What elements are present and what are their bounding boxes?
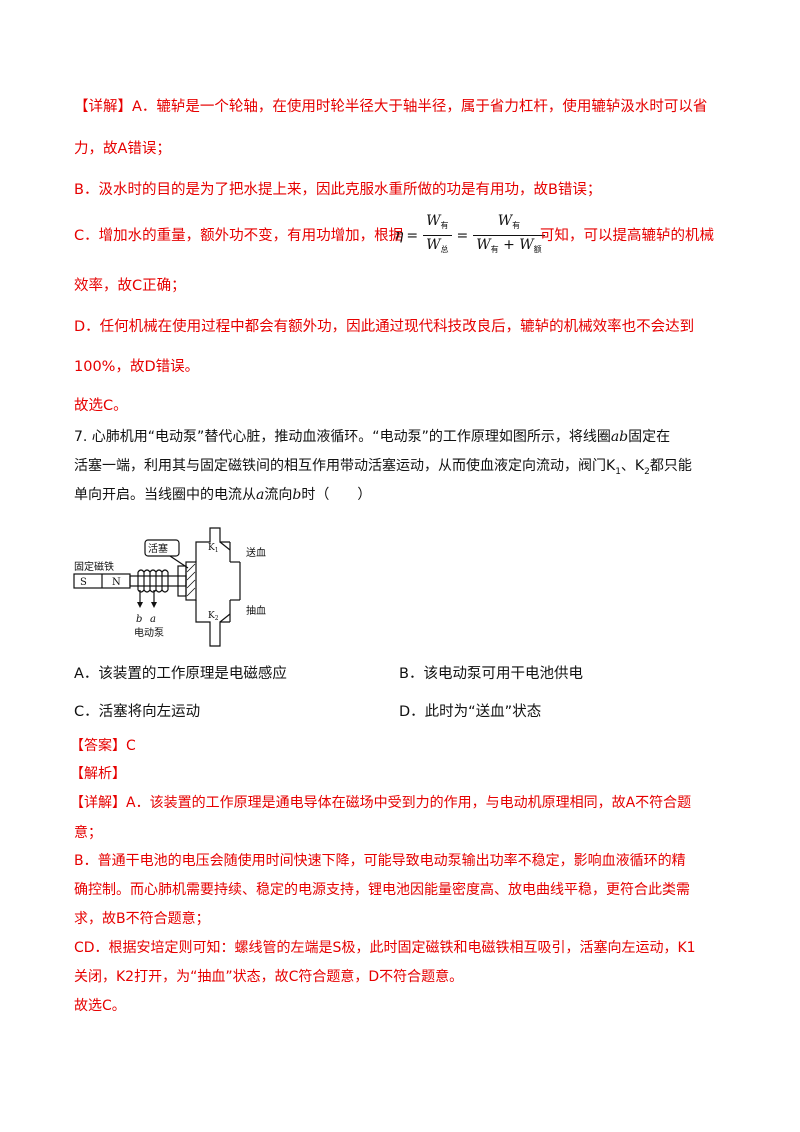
label-k2: K2	[208, 611, 219, 622]
answer-choice: 故选C。	[74, 998, 126, 1014]
label-a: a	[150, 614, 156, 625]
detail-c-line1-pre: C．增加水的重量，额外功不变，有用功增加，根据	[74, 228, 404, 244]
label-pump: 电动泵	[134, 626, 164, 639]
label-piston: 活塞	[148, 542, 168, 555]
detail-c-line1-post: 可知，可以提高辘轳的机械	[540, 228, 714, 244]
option-d[interactable]: D．此时为“送血”状态	[399, 704, 542, 720]
label-send-blood: 送血	[246, 546, 266, 559]
answer-detail-a-line1: 【详解】A．该装置的工作原理是通电导体在磁场中受到力的作用，与电动机原理相同，故…	[70, 795, 692, 811]
analysis-label: 【解析】	[70, 766, 126, 782]
label-magnet: 固定磁铁	[74, 560, 114, 573]
question-line3: 单向开启。当线圈中的电流从a流向b时（ ）	[74, 487, 372, 503]
answer-cd-line2: 关闭，K2打开，为“抽血”状态，故C符合题意，D不符合题意。	[74, 969, 464, 985]
answer-b-line1: B．普通干电池的电压会随使用时间快速下降，可能导致电动泵输出功率不稳定，影响血液…	[74, 853, 686, 869]
electric-pump-diagram: 活塞 固定磁铁 S N K1 K2 送血 抽血 b a 电动泵	[73, 527, 266, 647]
answer-cd-line1: CD．根据安培定则可知：螺线管的左端是S极，此时固定磁铁和电磁铁相互吸引，活塞向…	[74, 940, 696, 956]
option-c[interactable]: C．活塞将向左运动	[74, 704, 201, 720]
choice-line-top: 故选C。	[74, 398, 128, 414]
label-k1: K1	[208, 543, 219, 554]
question-line1: 7. 心肺机用“电动泵”替代心脏，推动血液循环。“电动泵”的工作原理如图所示，将…	[74, 429, 671, 445]
option-a[interactable]: A．该装置的工作原理是电磁感应	[74, 666, 287, 682]
option-b[interactable]: B．该电动泵可用干电池供电	[399, 666, 583, 682]
answer-detail-a-line2: 意；	[74, 825, 102, 841]
label-s: S	[80, 577, 87, 588]
label-b: b	[136, 614, 142, 625]
label-n: N	[112, 577, 121, 588]
detail-c-line2: 效率，故C正确；	[74, 278, 186, 294]
detail-a-line2: 力，故A错误；	[74, 141, 171, 157]
answer-line: 【答案】C	[70, 738, 136, 754]
detail-a-line1: 【详解】A．辘轳是一个轮轴，在使用时轮半径大于轴半径，属于省力杠杆，使用辘轳汲水…	[74, 99, 708, 115]
question-line2: 活塞一端，利用其与固定磁铁间的相互作用带动活塞运动，从而使血液定向流动，阀门K1…	[74, 458, 692, 477]
detail-d-line1: D．任何机械在使用过程中都会有额外功，因此通过现代科技改良后，辘轳的机械效率也不…	[74, 319, 695, 335]
detail-d-line2: 100%，故D错误。	[74, 359, 200, 375]
answer-b-line2: 确控制。而心肺机需要持续、稳定的电源支持，锂电池因能量密度高、放电曲线平稳，更符…	[74, 882, 690, 898]
answer-b-line3: 求，故B不符合题意；	[74, 911, 210, 927]
label-draw-blood: 抽血	[246, 604, 266, 617]
detail-b-line: B．汲水时的目的是为了把水提上来，因此克服水重所做的功是有用功，故B错误；	[74, 182, 602, 198]
formula-eta: η	[395, 227, 404, 244]
